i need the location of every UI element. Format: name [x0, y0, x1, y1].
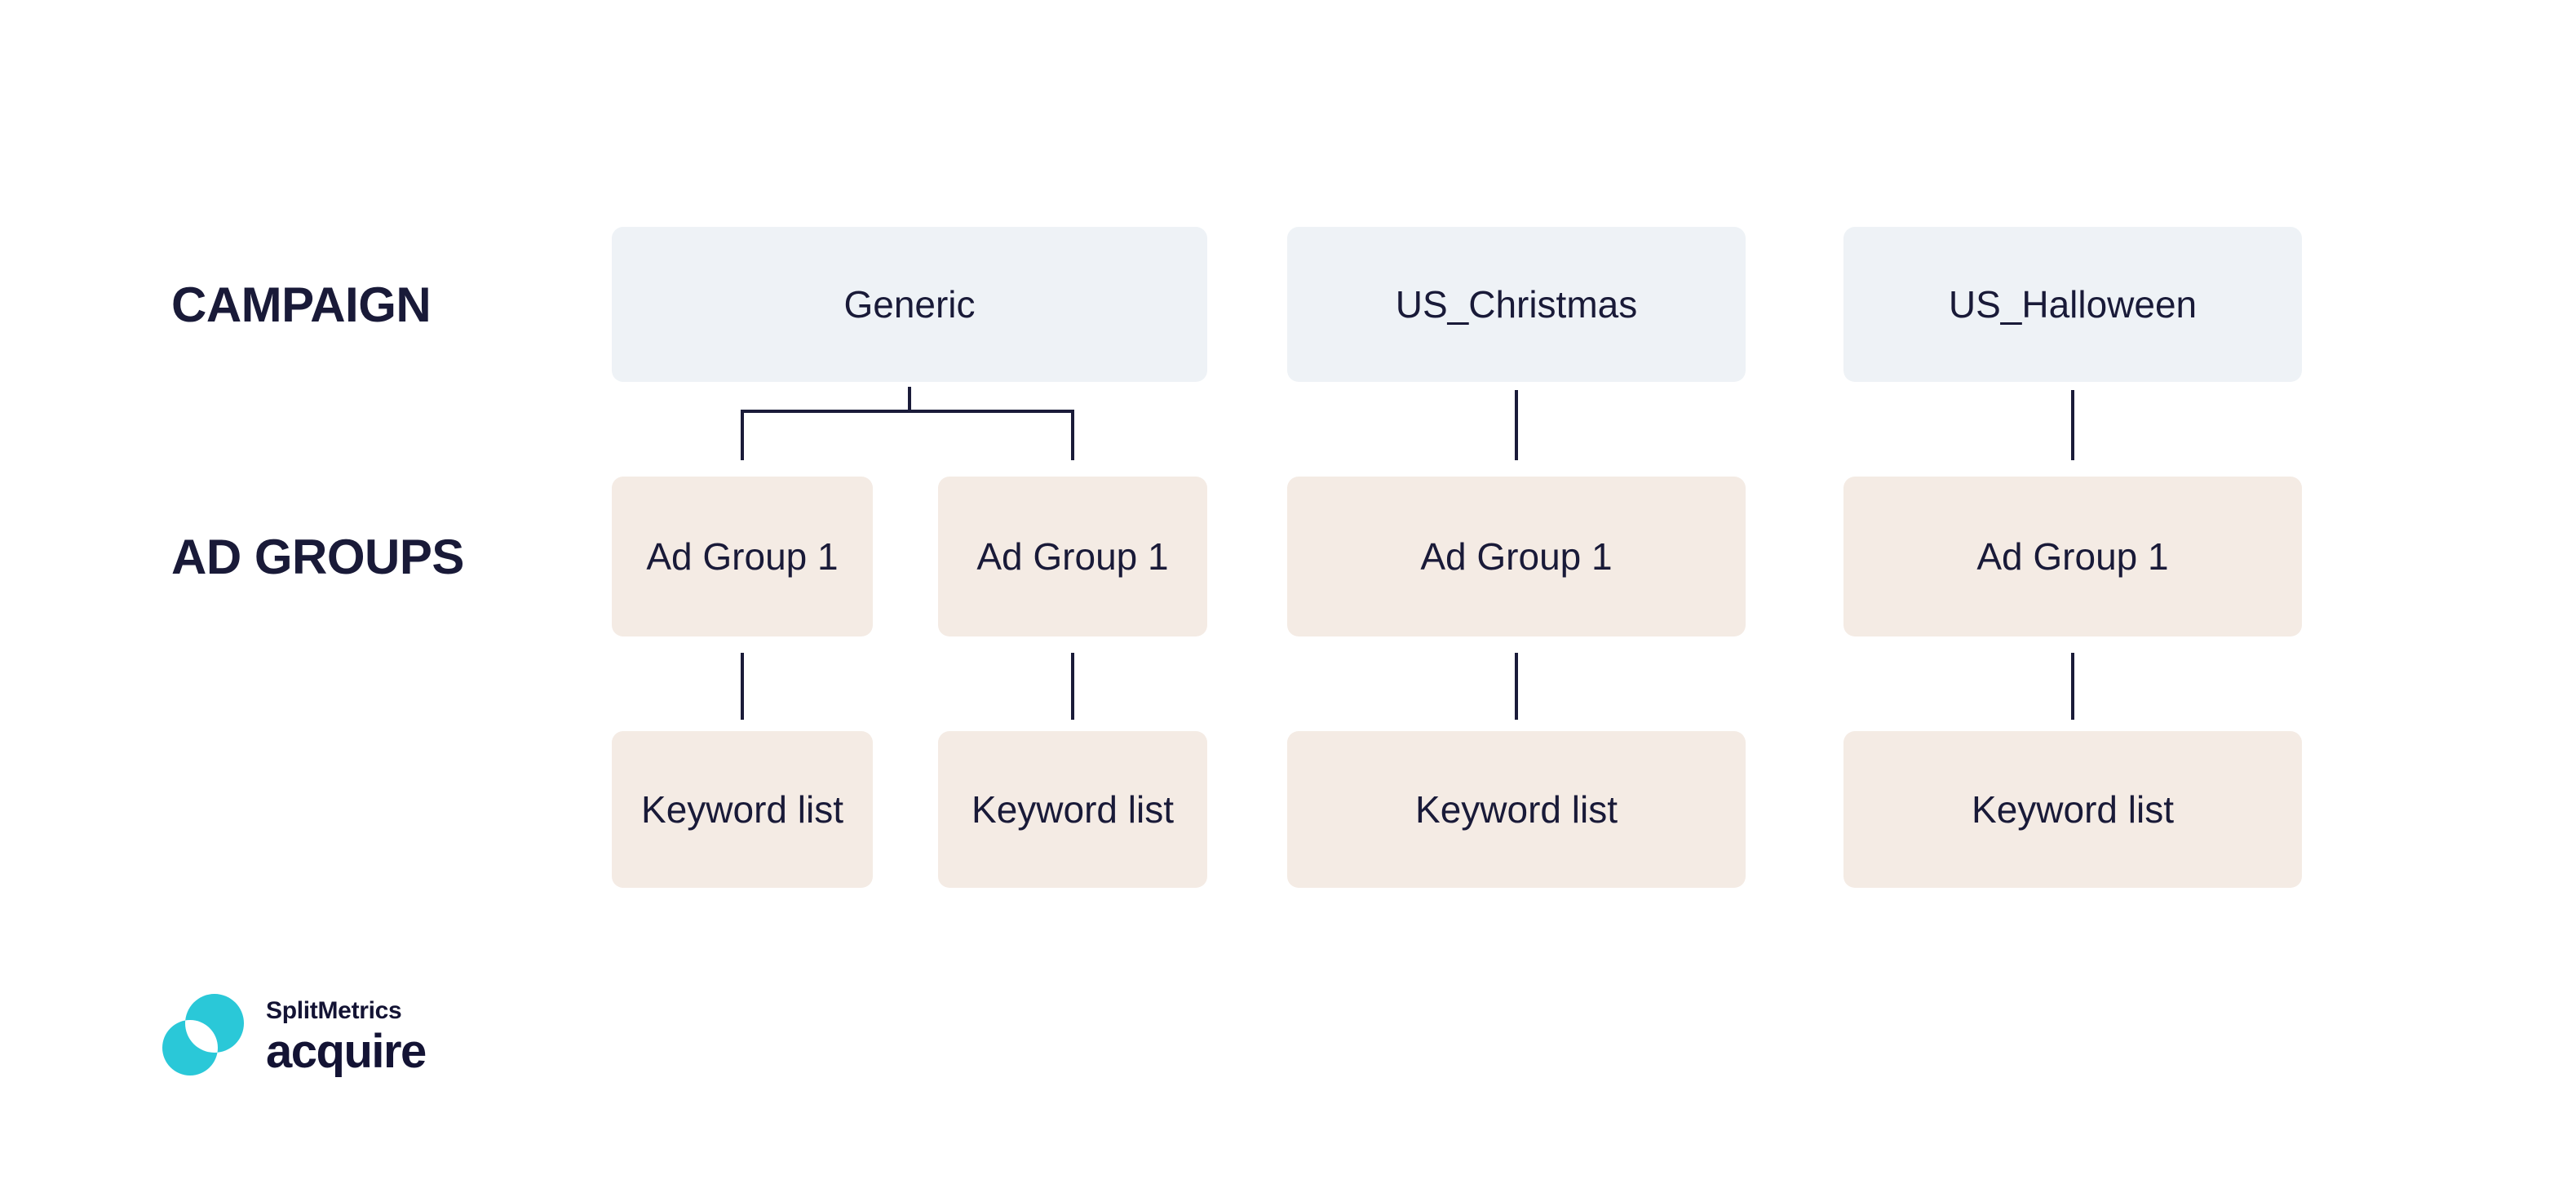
ad-group-box: Ad Group 1: [1843, 477, 2302, 636]
ad-group-box: Ad Group 1: [1287, 477, 1746, 636]
campaign-box-us-christmas: US_Christmas: [1287, 227, 1746, 382]
connector-line: [1071, 410, 1074, 460]
connector-line: [2071, 653, 2074, 720]
connector-line: [1071, 653, 1074, 720]
keyword-list-box: Keyword list: [1287, 731, 1746, 888]
connector-line: [741, 410, 1074, 413]
logo-product-text: acquire: [266, 1025, 427, 1078]
connector-line: [908, 387, 911, 410]
overlapping-circles-icon: [162, 994, 244, 1075]
splitmetrics-logo: SplitMetrics acquire: [160, 989, 427, 1078]
logo-brand-text: SplitMetrics: [266, 997, 402, 1024]
keyword-list-box: Keyword list: [938, 731, 1207, 888]
row-label-ad-groups: AD GROUPS: [171, 529, 464, 584]
keyword-list-box: Keyword list: [1843, 731, 2302, 888]
logo-text: SplitMetrics acquire: [266, 997, 427, 1078]
ad-group-box: Ad Group 1: [938, 477, 1207, 636]
connector-line: [1515, 390, 1518, 460]
connector-line: [1515, 653, 1518, 720]
connector-line: [741, 410, 744, 460]
campaign-box-generic: Generic: [612, 227, 1207, 382]
connector-line: [2071, 390, 2074, 460]
row-label-campaign: CAMPAIGN: [171, 277, 432, 332]
campaign-box-us-halloween: US_Halloween: [1843, 227, 2302, 382]
keyword-list-box: Keyword list: [612, 731, 873, 888]
connector-line: [741, 653, 744, 720]
ad-group-box: Ad Group 1: [612, 477, 873, 636]
